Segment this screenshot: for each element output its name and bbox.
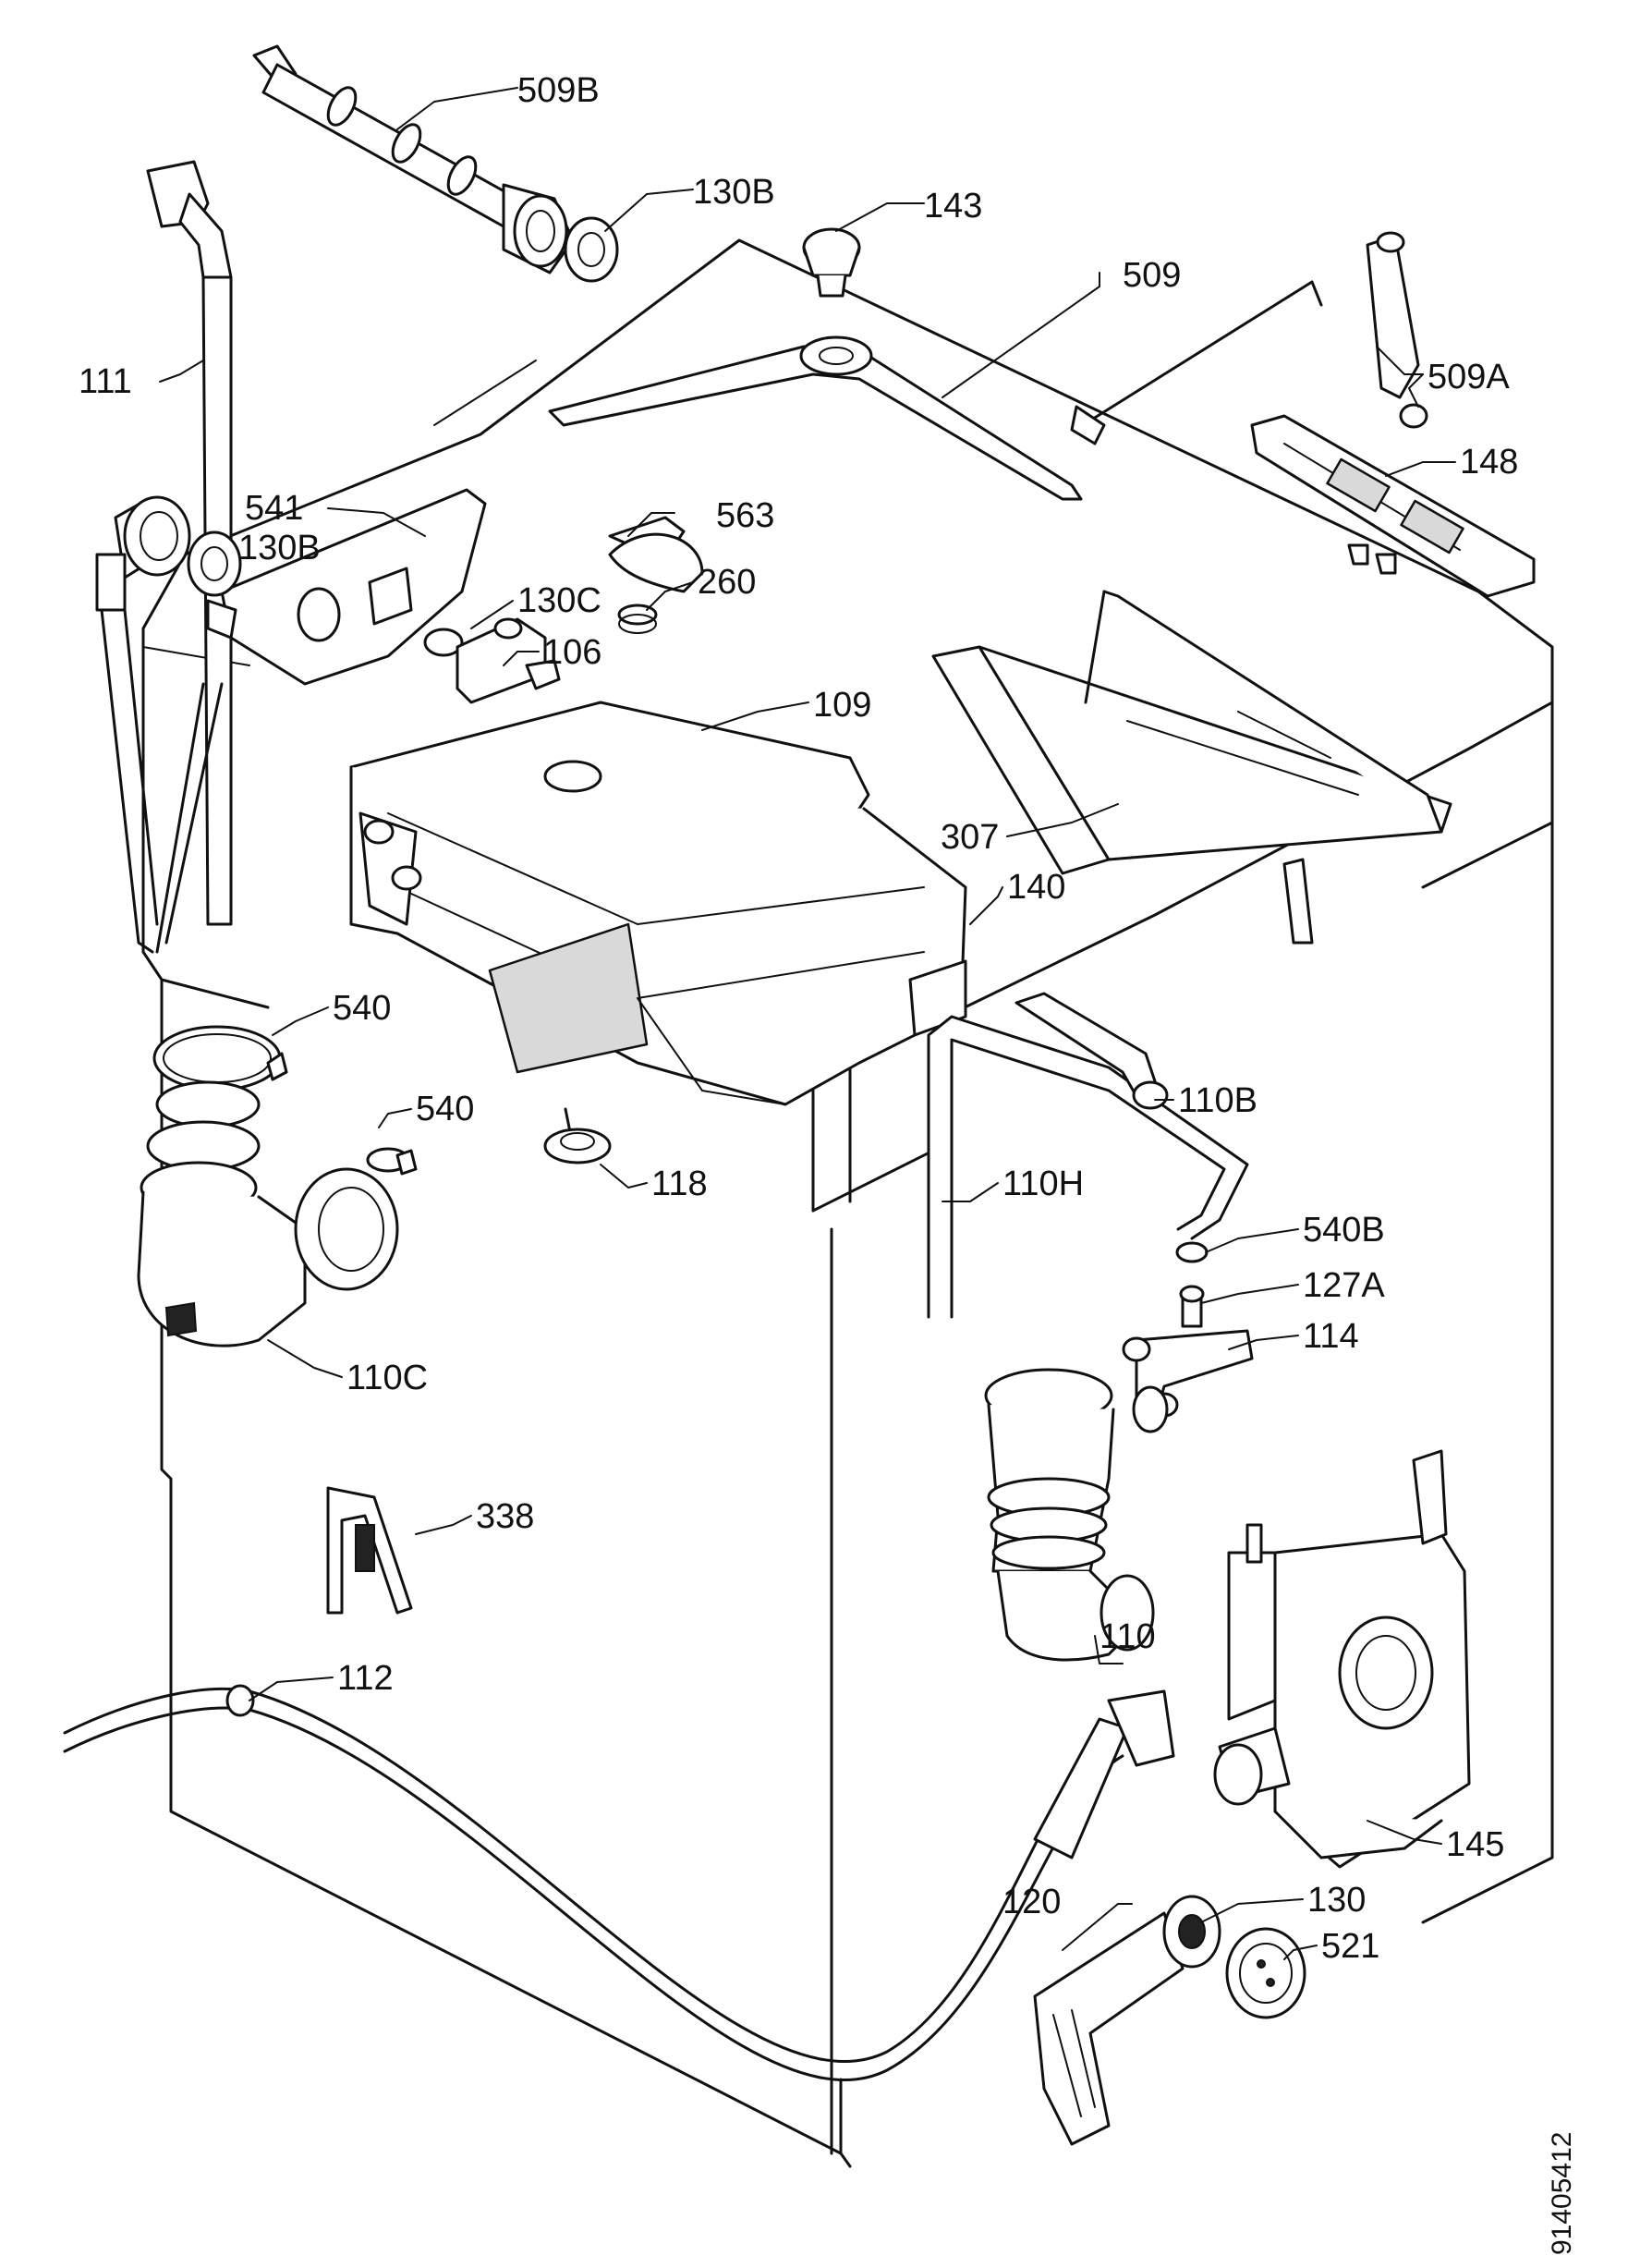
part-148-bracket	[1250, 414, 1536, 598]
label-114: 114	[1303, 1317, 1359, 1356]
part-130B-seal-top	[564, 216, 619, 283]
label-120: 120	[1002, 1883, 1061, 1921]
label-148: 148	[1460, 443, 1518, 482]
label-521: 521	[1321, 1927, 1379, 1966]
part-521-cap	[1225, 1927, 1306, 2019]
part-118-filter	[543, 1107, 612, 1164]
document-number: 91405412	[1547, 2132, 1577, 2255]
part-111-inlet-hose	[95, 160, 233, 954]
label-109: 109	[813, 686, 871, 725]
label-130B-mid: 130B	[238, 529, 321, 567]
part-260-spring	[617, 604, 658, 634]
part-509A-lever	[1366, 231, 1428, 429]
part-540-clamp-a	[152, 1025, 288, 1091]
label-338: 338	[476, 1497, 534, 1536]
label-509B-top: 509B	[517, 71, 600, 110]
part-145-pump	[1213, 1449, 1471, 1869]
label-140: 140	[1007, 868, 1065, 907]
label-110H: 110H	[1002, 1164, 1084, 1203]
label-563: 563	[716, 496, 774, 535]
label-260: 260	[698, 563, 756, 602]
label-111: 111	[79, 362, 132, 401]
part-307-drawer	[931, 590, 1452, 945]
label-130: 130	[1307, 1881, 1366, 1920]
part-112-drain-hose	[63, 1684, 1124, 2081]
part-540B-clamp	[1175, 1241, 1209, 1263]
label-143: 143	[924, 187, 982, 226]
label-145: 145	[1446, 1825, 1504, 1864]
part-130-seal-ring	[1162, 1895, 1221, 1969]
part-110H-hose	[927, 1015, 1249, 1319]
label-110B: 110B	[1178, 1081, 1257, 1120]
part-541-plate	[206, 488, 487, 686]
part-120-filter-elbow	[1033, 1911, 1185, 2146]
part-143-knob	[802, 227, 861, 298]
label-112: 112	[337, 1659, 394, 1698]
part-338-clip	[326, 1486, 413, 1615]
label-307: 307	[941, 818, 999, 857]
part-110C-bellows	[137, 1080, 399, 1347]
label-110: 110	[1100, 1617, 1156, 1656]
label-110C: 110C	[346, 1359, 428, 1397]
label-127A: 127A	[1303, 1266, 1385, 1305]
part-110-bellows	[984, 1368, 1169, 1662]
label-118: 118	[651, 1164, 708, 1203]
part-130B-seal-mid	[187, 530, 242, 597]
leader-lines	[159, 87, 1456, 1960]
label-541: 541	[245, 489, 303, 528]
part-112-corrugated-end	[1033, 1689, 1175, 1860]
label-509A: 509A	[1428, 358, 1510, 396]
part-127A-nozzle	[1179, 1285, 1205, 1328]
label-540B: 540B	[1303, 1211, 1385, 1250]
part-540-clamp-b	[366, 1147, 418, 1176]
part-130C-106-valve	[423, 617, 561, 704]
part-509B-inlet-pipe	[252, 44, 575, 274]
part-109-dispenser-housing	[349, 701, 967, 1106]
label-509: 509	[1123, 256, 1181, 295]
part-110B-hose	[1014, 992, 1169, 1110]
cabinet-outline	[141, 238, 1554, 2168]
part-563-cover	[608, 516, 704, 593]
label-540-a: 540	[333, 989, 391, 1028]
label-540-b: 540	[416, 1090, 474, 1128]
callout-labels: 509B 130B 143 509 509A 111 148 541 563 1…	[79, 71, 1518, 1966]
label-130C: 130C	[517, 581, 601, 620]
part-509-arm	[548, 280, 1323, 501]
label-130B-top: 130B	[693, 173, 775, 212]
label-106: 106	[543, 633, 601, 672]
